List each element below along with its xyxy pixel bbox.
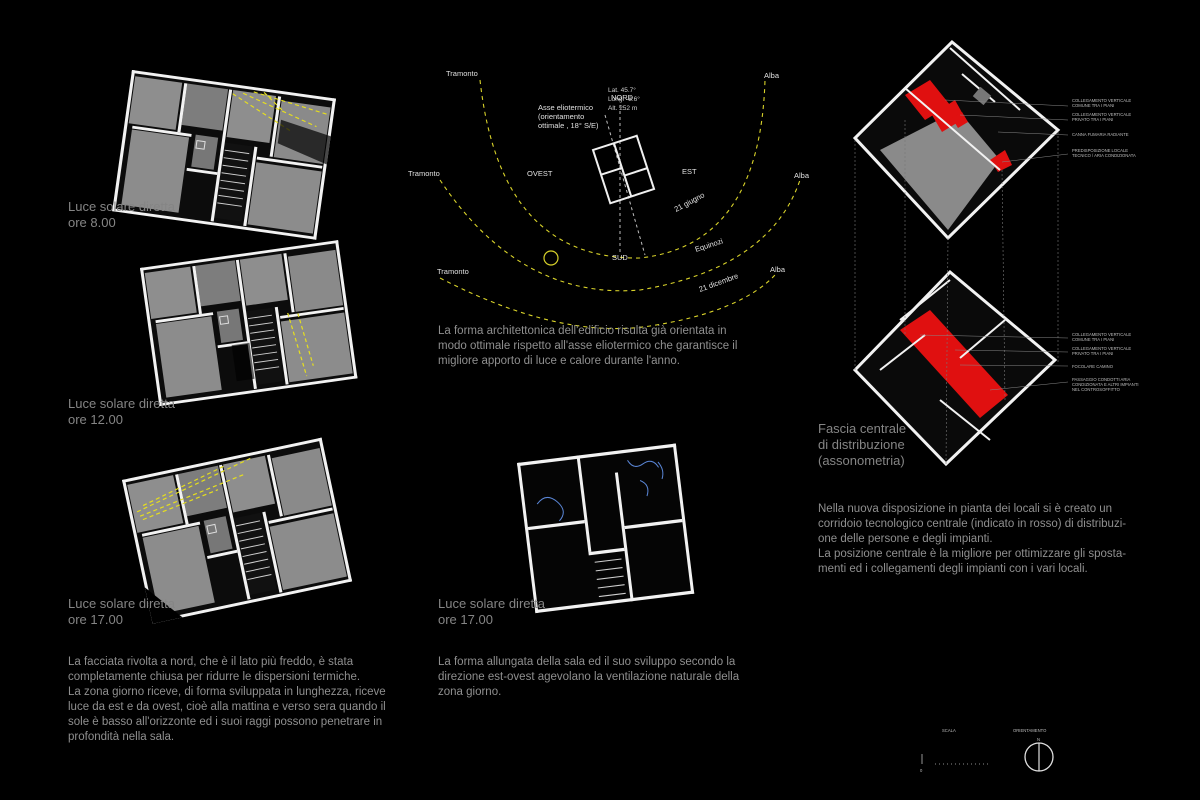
text-orientation: La forma architettonica dell'edificio ri… — [438, 325, 738, 367]
text-corridor: Nella nuova disposizione in pianta dei l… — [818, 503, 1127, 575]
axonometric-upper — [852, 39, 1061, 241]
label-tramonto-3: Tramonto — [437, 267, 469, 276]
svg-text:COLLEGAMENTO VERTICALE: COLLEGAMENTO VERTICALE — [1072, 98, 1131, 103]
axo-notes-lower: COLLEGAMENTO VERTICALE COMUNE TRA I PIAN… — [1072, 332, 1139, 392]
svg-text:COMUNE TRA I PIANI: COMUNE TRA I PIANI — [1072, 103, 1114, 108]
svg-text:CONDIZIONATA E ALTRI IMPIANTI: CONDIZIONATA E ALTRI IMPIANTI — [1072, 382, 1139, 387]
text-ventilation: La forma allungata della sala ed il suo … — [438, 656, 740, 698]
svg-text:PRIVATO TRA I PIANI: PRIVATO TRA I PIANI — [1072, 351, 1113, 356]
svg-text:CANNA FUMARIA RADIANTE: CANNA FUMARIA RADIANTE — [1072, 132, 1129, 137]
label-north: NORD — [611, 93, 634, 102]
label-alba-3: Alba — [770, 265, 786, 274]
label-alba-1: Alba — [764, 71, 780, 80]
north-letter: N — [1037, 737, 1040, 742]
scale-bar: SCALA 0 — [920, 728, 990, 773]
svg-text:NEL CONTROSOFFITTO: NEL CONTROSOFFITTO — [1072, 387, 1121, 392]
axis-label-1: Asse eliotermico — [538, 103, 593, 112]
plan-1700-left — [121, 437, 353, 625]
heliothermic-axis — [604, 114, 646, 256]
orientation-label: ORIENTAMENTO — [1013, 728, 1047, 733]
axis-label-2: (orientamento — [538, 112, 584, 121]
axis-label-3: ottimale , 18° S/E) — [538, 121, 599, 130]
svg-text:COLLEGAMENTO VERTICALE: COLLEGAMENTO VERTICALE — [1072, 346, 1131, 351]
projection-lines — [854, 120, 1059, 465]
scale-zero: 0 — [920, 768, 923, 773]
label-tramonto-2: Tramonto — [408, 169, 440, 178]
arc-equinox — [439, 179, 801, 292]
axo-notes-upper: COLLEGAMENTO VERTICALE COMUNE TRA I PIAN… — [1072, 98, 1136, 158]
svg-text:COLLEGAMENTO VERTICALE: COLLEGAMENTO VERTICALE — [1072, 112, 1131, 117]
arc-summer — [479, 79, 766, 259]
plan-ventilation — [517, 443, 695, 614]
plan-1200 — [139, 239, 358, 407]
svg-text:COMUNE TRA I PIANI: COMUNE TRA I PIANI — [1072, 337, 1114, 342]
svg-text:PASSAGGIO CONDOTTI ARIA: PASSAGGIO CONDOTTI ARIA — [1072, 377, 1131, 382]
arc-label-winter: 21 dicembre — [698, 271, 740, 294]
coord-lat: Lat. 45.7° — [608, 86, 636, 94]
svg-text:FOCOLARE CAMINO: FOCOLARE CAMINO — [1072, 364, 1114, 369]
svg-text:COLLEGAMENTO VERTICALE: COLLEGAMENTO VERTICALE — [1072, 332, 1131, 337]
plan-0800 — [111, 69, 337, 241]
scale-label: SCALA — [942, 728, 956, 733]
svg-text:TECNICO / ARIA CONDIZIONATA: TECNICO / ARIA CONDIZIONATA — [1072, 153, 1136, 158]
orientation-compass: ORIENTAMENTO N — [1013, 728, 1054, 772]
label-tramonto-1: Tramonto — [446, 69, 478, 78]
label-west: OVEST — [527, 169, 553, 178]
svg-text:PRIVATO TRA I PIANI: PRIVATO TRA I PIANI — [1072, 117, 1113, 122]
label-alba-2: Alba — [794, 171, 810, 180]
building-outline-small — [591, 134, 656, 205]
text-north-facade: La facciata rivolta a nord, che è il lat… — [68, 656, 386, 743]
leader-lines — [919, 99, 1069, 391]
sun-path-diagram: Lat. 45.7° Long. -8.6° Alt. 252 m Asse e… — [408, 69, 810, 330]
arc-label-summer: 21 giugno — [673, 190, 706, 213]
coord-long: Long. -8.6° — [608, 95, 640, 103]
coord-alt: Alt. 252 m — [608, 105, 637, 112]
svg-text:PREDISPOSIZIONE LOCALE: PREDISPOSIZIONE LOCALE — [1072, 148, 1128, 153]
label-south: SUD — [612, 253, 628, 262]
label-east: EST — [682, 167, 697, 176]
sun-marker — [543, 250, 559, 266]
